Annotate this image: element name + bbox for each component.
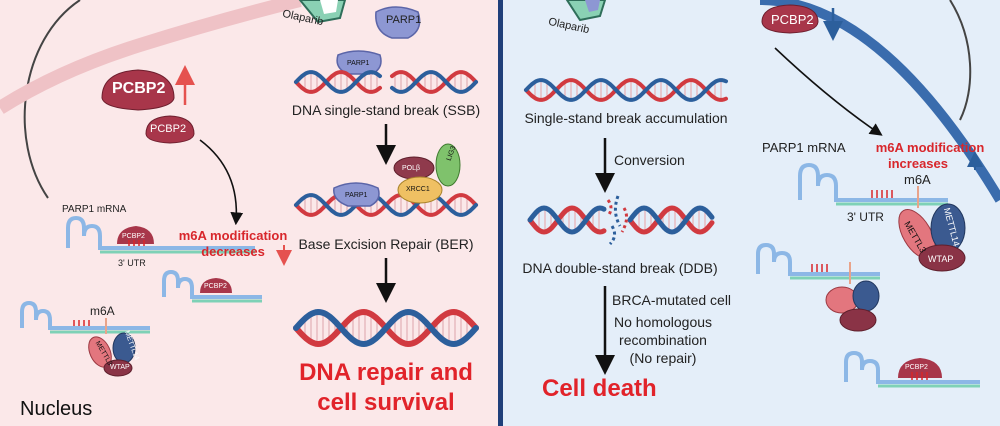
pcbp2-label-small: PCBP2 <box>150 123 187 135</box>
outcome-line1: DNA repair and <box>299 359 473 386</box>
pcbp2-release-arrow <box>774 47 883 136</box>
dna-break-fragments <box>606 195 629 246</box>
pcbp2-label-mrna-left-2: PCBP2 <box>204 283 227 290</box>
pcbp2-label-mrna-left-1: PCBP2 <box>122 233 145 240</box>
pcbp2-protein-large <box>101 69 175 111</box>
utr-label-right: 3' UTR <box>847 210 884 224</box>
pcbp2-label-mrna-right: PCBP2 <box>905 364 928 371</box>
pcbp2-binding-arrow <box>199 139 244 226</box>
no-hr-line1: No homologous <box>613 314 713 330</box>
parp1-mrna-right-2 <box>756 242 880 280</box>
parp1-label-ber: PARP1 <box>345 192 368 199</box>
pcbp2-label-large: PCBP2 <box>112 80 166 97</box>
outcome-line2: cell survival <box>317 389 455 416</box>
wtap-protein-left <box>103 359 133 377</box>
cytoplasm-band-left <box>0 0 302 114</box>
pcbp2-protein-small <box>145 115 195 144</box>
olaparib-drug-right <box>565 0 607 22</box>
m6a-label-left: m6A <box>90 304 115 318</box>
polb-label: POLβ <box>402 165 421 172</box>
pcbp2-protein-right <box>761 4 819 34</box>
pcbp2-label-right: PCBP2 <box>771 12 814 27</box>
m6a-increase-line2: increases <box>888 156 948 171</box>
ssb-accumulation-label: Single-stand break accumulation <box>524 110 728 126</box>
wtap-protein-right-2 <box>839 308 877 332</box>
utr-label-left: 3' UTR <box>118 258 146 268</box>
ddb-label: DNA double-stand break (DDB) <box>522 260 718 276</box>
dna-helix-repaired <box>293 308 479 348</box>
cytoplasm-band-right <box>759 0 1000 203</box>
m6a-sites-left-3 <box>73 320 90 326</box>
cell-death-label: Cell death <box>542 375 657 402</box>
pcbp2-on-mrna-left-1 <box>117 226 154 244</box>
parp1-label-free: PARP1 <box>386 14 422 26</box>
ssb-label: DNA single-stand break (SSB) <box>291 102 481 118</box>
nucleus-label: Nucleus <box>20 398 93 420</box>
parp1-mrna-right-1 <box>798 162 948 206</box>
dna-helix-dsb-left <box>527 205 607 235</box>
m6a-increase-line1: m6A modification <box>875 140 985 155</box>
m6a-sites-right-1 <box>871 190 893 198</box>
no-repair-label: (No repair) <box>629 350 697 366</box>
parp1-mrna-label-right: PARP1 mRNA <box>762 140 846 155</box>
wtap-protein-right <box>918 244 966 272</box>
mettl14-protein-right-2 <box>852 280 880 312</box>
parp1-mrna-right-3 <box>844 350 980 388</box>
parp1-mrna-label-left: PARP1 mRNA <box>62 204 127 215</box>
parp1-label-on-dna: PARP1 <box>347 60 370 67</box>
pcbp2-on-mrna-right <box>898 358 942 378</box>
dna-helix-ssb-accumulation <box>524 78 728 102</box>
pcbp2-on-mrna-left-2 <box>200 278 232 293</box>
xrcc1-protein <box>397 176 443 204</box>
lig3-protein <box>435 143 461 187</box>
parp1-protein-on-dna <box>336 50 382 75</box>
brca-label: BRCA-mutated cell <box>612 292 732 308</box>
olaparib-drug-left <box>298 0 347 24</box>
panel-divider <box>498 0 503 426</box>
ber-label: Base Excision Repair (BER) <box>298 236 474 252</box>
m6a-sites-right-3 <box>911 372 928 380</box>
nucleus-membrane-right <box>949 0 972 121</box>
wtap-label-left: WTAP <box>110 364 130 371</box>
conversion-label: Conversion <box>614 152 685 168</box>
m6a-label-right: m6A <box>904 172 931 187</box>
m6a-decrease-line2: decreases <box>201 244 265 259</box>
parp1-protein-ber <box>333 182 380 207</box>
parp1-protein-free <box>375 6 421 39</box>
no-hr-line2: recombination <box>619 332 707 348</box>
parp1-mrna-left-3 <box>20 300 150 334</box>
dna-helix-ber <box>294 193 478 217</box>
m6a-sites-right-2 <box>811 264 828 272</box>
xrcc1-label: XRCC1 <box>406 186 430 193</box>
m6a-sites-left-1 <box>128 240 145 246</box>
dna-helix-ssb <box>294 70 478 94</box>
wtap-label-right: WTAP <box>928 254 954 264</box>
parp1-mrna-left-1 <box>66 215 255 254</box>
dna-helix-dsb-right <box>627 205 715 235</box>
m6a-decrease-line1: m6A modification <box>178 228 288 243</box>
parp1-mrna-left-2 <box>162 269 262 303</box>
